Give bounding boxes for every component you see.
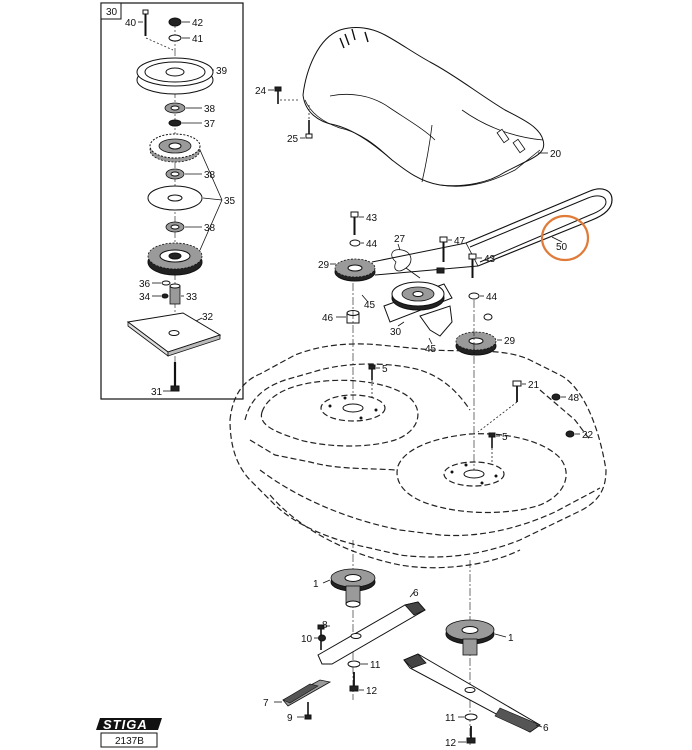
callout-20: 20	[550, 149, 562, 160]
cover-20	[302, 27, 545, 187]
logo-text: STIGA	[103, 717, 148, 732]
washer-11-right	[464, 713, 478, 721]
callout-6: 6	[413, 588, 419, 599]
spindle-1-right	[445, 619, 495, 656]
callout-11-right: 11	[445, 713, 456, 724]
callout-10: 10	[301, 634, 313, 645]
callout-24: 24	[255, 86, 267, 97]
callout-43-left: 43	[366, 213, 378, 224]
bolt-21	[512, 380, 522, 402]
callout-21: 21	[528, 380, 540, 391]
nut-42	[168, 17, 182, 27]
callout-36: 36	[139, 279, 151, 290]
callout-45-left: 45	[364, 300, 376, 311]
callout-46: 46	[322, 313, 334, 324]
callout-27: 27	[394, 234, 406, 245]
callout-48: 48	[568, 393, 580, 404]
pulley-39	[136, 57, 214, 95]
callout-37: 37	[204, 119, 216, 130]
blade-7-left	[282, 679, 332, 707]
bolt-5-right	[488, 432, 496, 448]
callout-38-middle: 38	[204, 170, 216, 181]
plate-32	[126, 312, 222, 357]
callout-9: 9	[287, 713, 293, 724]
spindle-1-left	[330, 568, 376, 608]
nut-22	[565, 430, 575, 438]
pulley-29-right	[455, 331, 497, 356]
callout-22: 22	[582, 430, 594, 441]
callout-50: 50	[556, 242, 568, 253]
inset-title: 30	[106, 7, 118, 18]
washer-34	[161, 293, 169, 299]
spring-27	[391, 249, 421, 279]
callout-6-lower: 6	[543, 723, 549, 734]
blade-6-upper	[317, 601, 426, 665]
bolt-5-left	[368, 364, 376, 380]
callout-38-top: 38	[204, 104, 216, 115]
washer-11-left	[347, 660, 361, 668]
bolt-24	[274, 86, 282, 104]
callout-47: 47	[454, 236, 466, 247]
gear-35-upper	[149, 133, 201, 163]
callout-5-right: 5	[502, 432, 508, 443]
bolt-12-left	[349, 672, 359, 692]
screw-40	[142, 9, 149, 36]
deck-spindle-left	[320, 394, 386, 422]
stiga-logo: STIGA	[96, 717, 162, 732]
bolt-25	[305, 120, 313, 139]
callout-29-right: 29	[504, 336, 516, 347]
callout-25: 25	[287, 134, 299, 145]
callout-1-left: 1	[313, 579, 319, 590]
gear-35-lower	[147, 242, 203, 276]
drawing-number: 2137B	[115, 736, 144, 747]
callout-41: 41	[192, 34, 204, 45]
callout-40: 40	[125, 18, 137, 29]
callout-5-left: 5	[382, 364, 388, 375]
washer-44-right	[468, 292, 480, 300]
nut-10	[318, 634, 326, 642]
drawing-number-box	[100, 732, 158, 748]
bolt-12-right	[466, 726, 476, 744]
callout-30: 30	[390, 327, 402, 338]
callout-42: 42	[192, 18, 204, 29]
callout-12-left: 12	[366, 686, 378, 697]
disc-35	[147, 185, 203, 211]
bolt-47	[439, 236, 448, 262]
callout-33: 33	[186, 292, 198, 303]
callout-31: 31	[151, 387, 163, 398]
bushing-33	[169, 283, 181, 305]
callout-7: 7	[263, 698, 269, 709]
ring-37	[168, 119, 182, 127]
tensioner-arm-30	[383, 281, 453, 337]
callout-11-left: 11	[370, 660, 381, 671]
bolt-43-right	[468, 253, 477, 278]
callout-34: 34	[139, 292, 151, 303]
washer-41	[168, 34, 182, 42]
callout-12-right: 12	[445, 738, 457, 749]
callout-29-left: 29	[318, 260, 330, 271]
cutting-deck	[229, 343, 607, 569]
callout-32: 32	[202, 312, 214, 323]
callout-44-left: 44	[366, 239, 378, 250]
callout-35: 35	[224, 196, 236, 207]
bolt-31	[170, 362, 180, 392]
callout-44-right: 44	[486, 292, 498, 303]
washer-44-left	[349, 239, 361, 247]
nut-48	[551, 393, 561, 401]
callout-1-right: 1	[508, 633, 514, 644]
blade-6-lower	[403, 653, 541, 733]
nut-small	[483, 313, 493, 321]
callout-38-lower: 38	[204, 223, 216, 234]
pulley-29-left	[334, 258, 376, 282]
callout-8: 8	[322, 620, 328, 631]
bolt-43-left	[350, 211, 359, 235]
callout-39: 39	[216, 66, 228, 77]
highlight-circle	[540, 214, 590, 262]
washer-36	[161, 280, 171, 286]
callout-43-right: 43	[484, 254, 496, 265]
bolt-9	[304, 702, 312, 720]
deck-spindle-right	[443, 461, 505, 487]
